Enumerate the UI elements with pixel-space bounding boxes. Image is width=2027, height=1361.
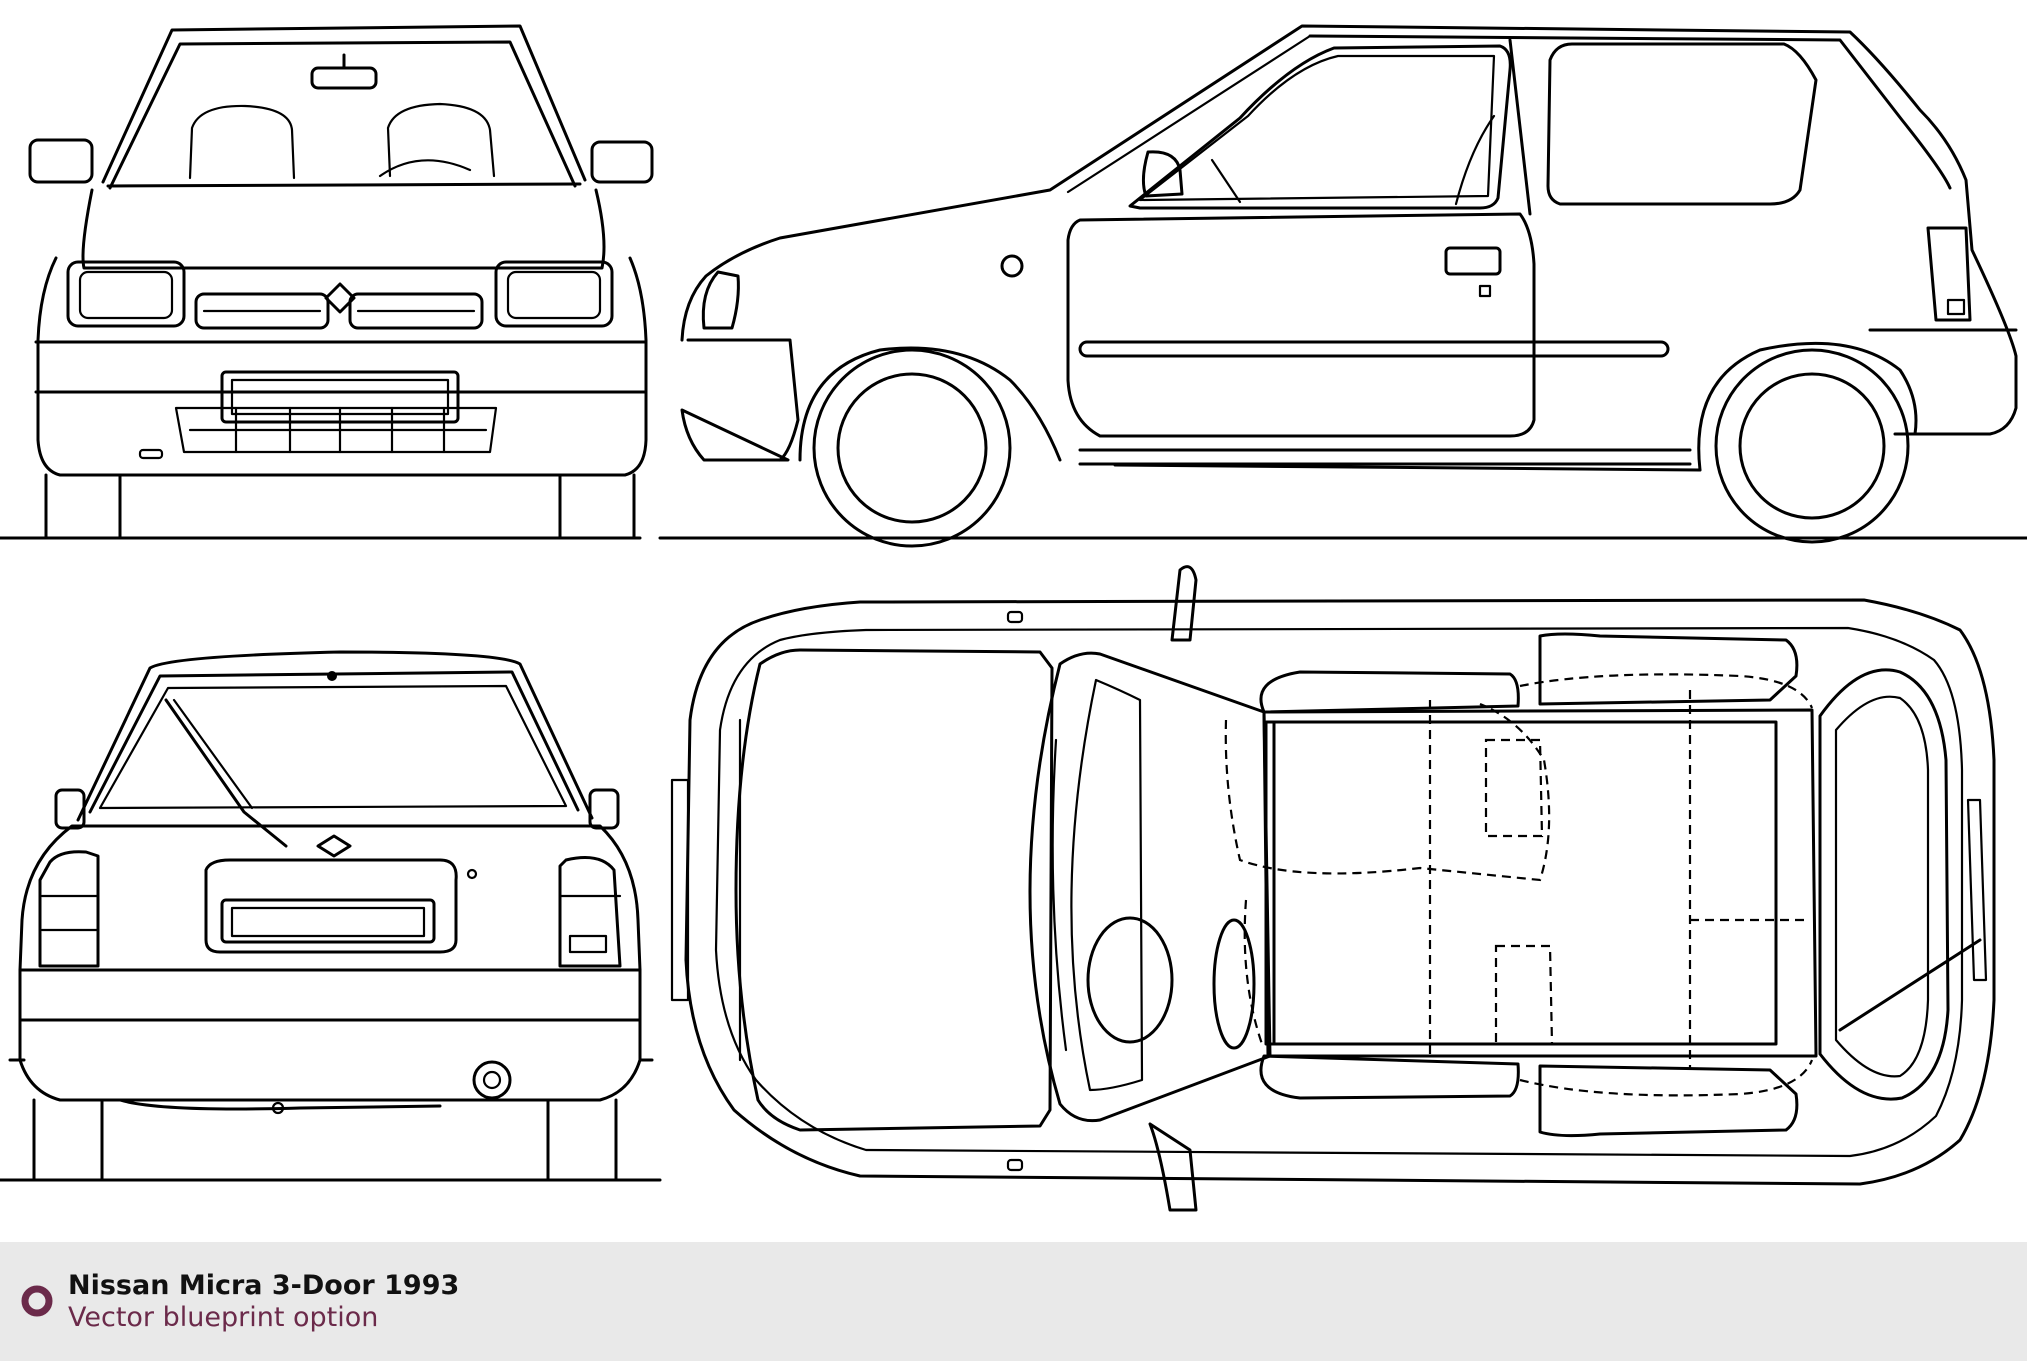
ring-icon bbox=[21, 1285, 53, 1317]
caption-title: Nissan Micra 3-Door 1993 bbox=[68, 1270, 460, 1301]
front-view bbox=[28, 24, 654, 540]
caption-bar bbox=[0, 1242, 2027, 1361]
rear-view bbox=[8, 650, 654, 1182]
top-view bbox=[670, 565, 1996, 1212]
caption-subtitle: Vector blueprint option bbox=[68, 1302, 379, 1333]
blueprint-drawing bbox=[0, 24, 2027, 1212]
side-view bbox=[680, 24, 2018, 548]
